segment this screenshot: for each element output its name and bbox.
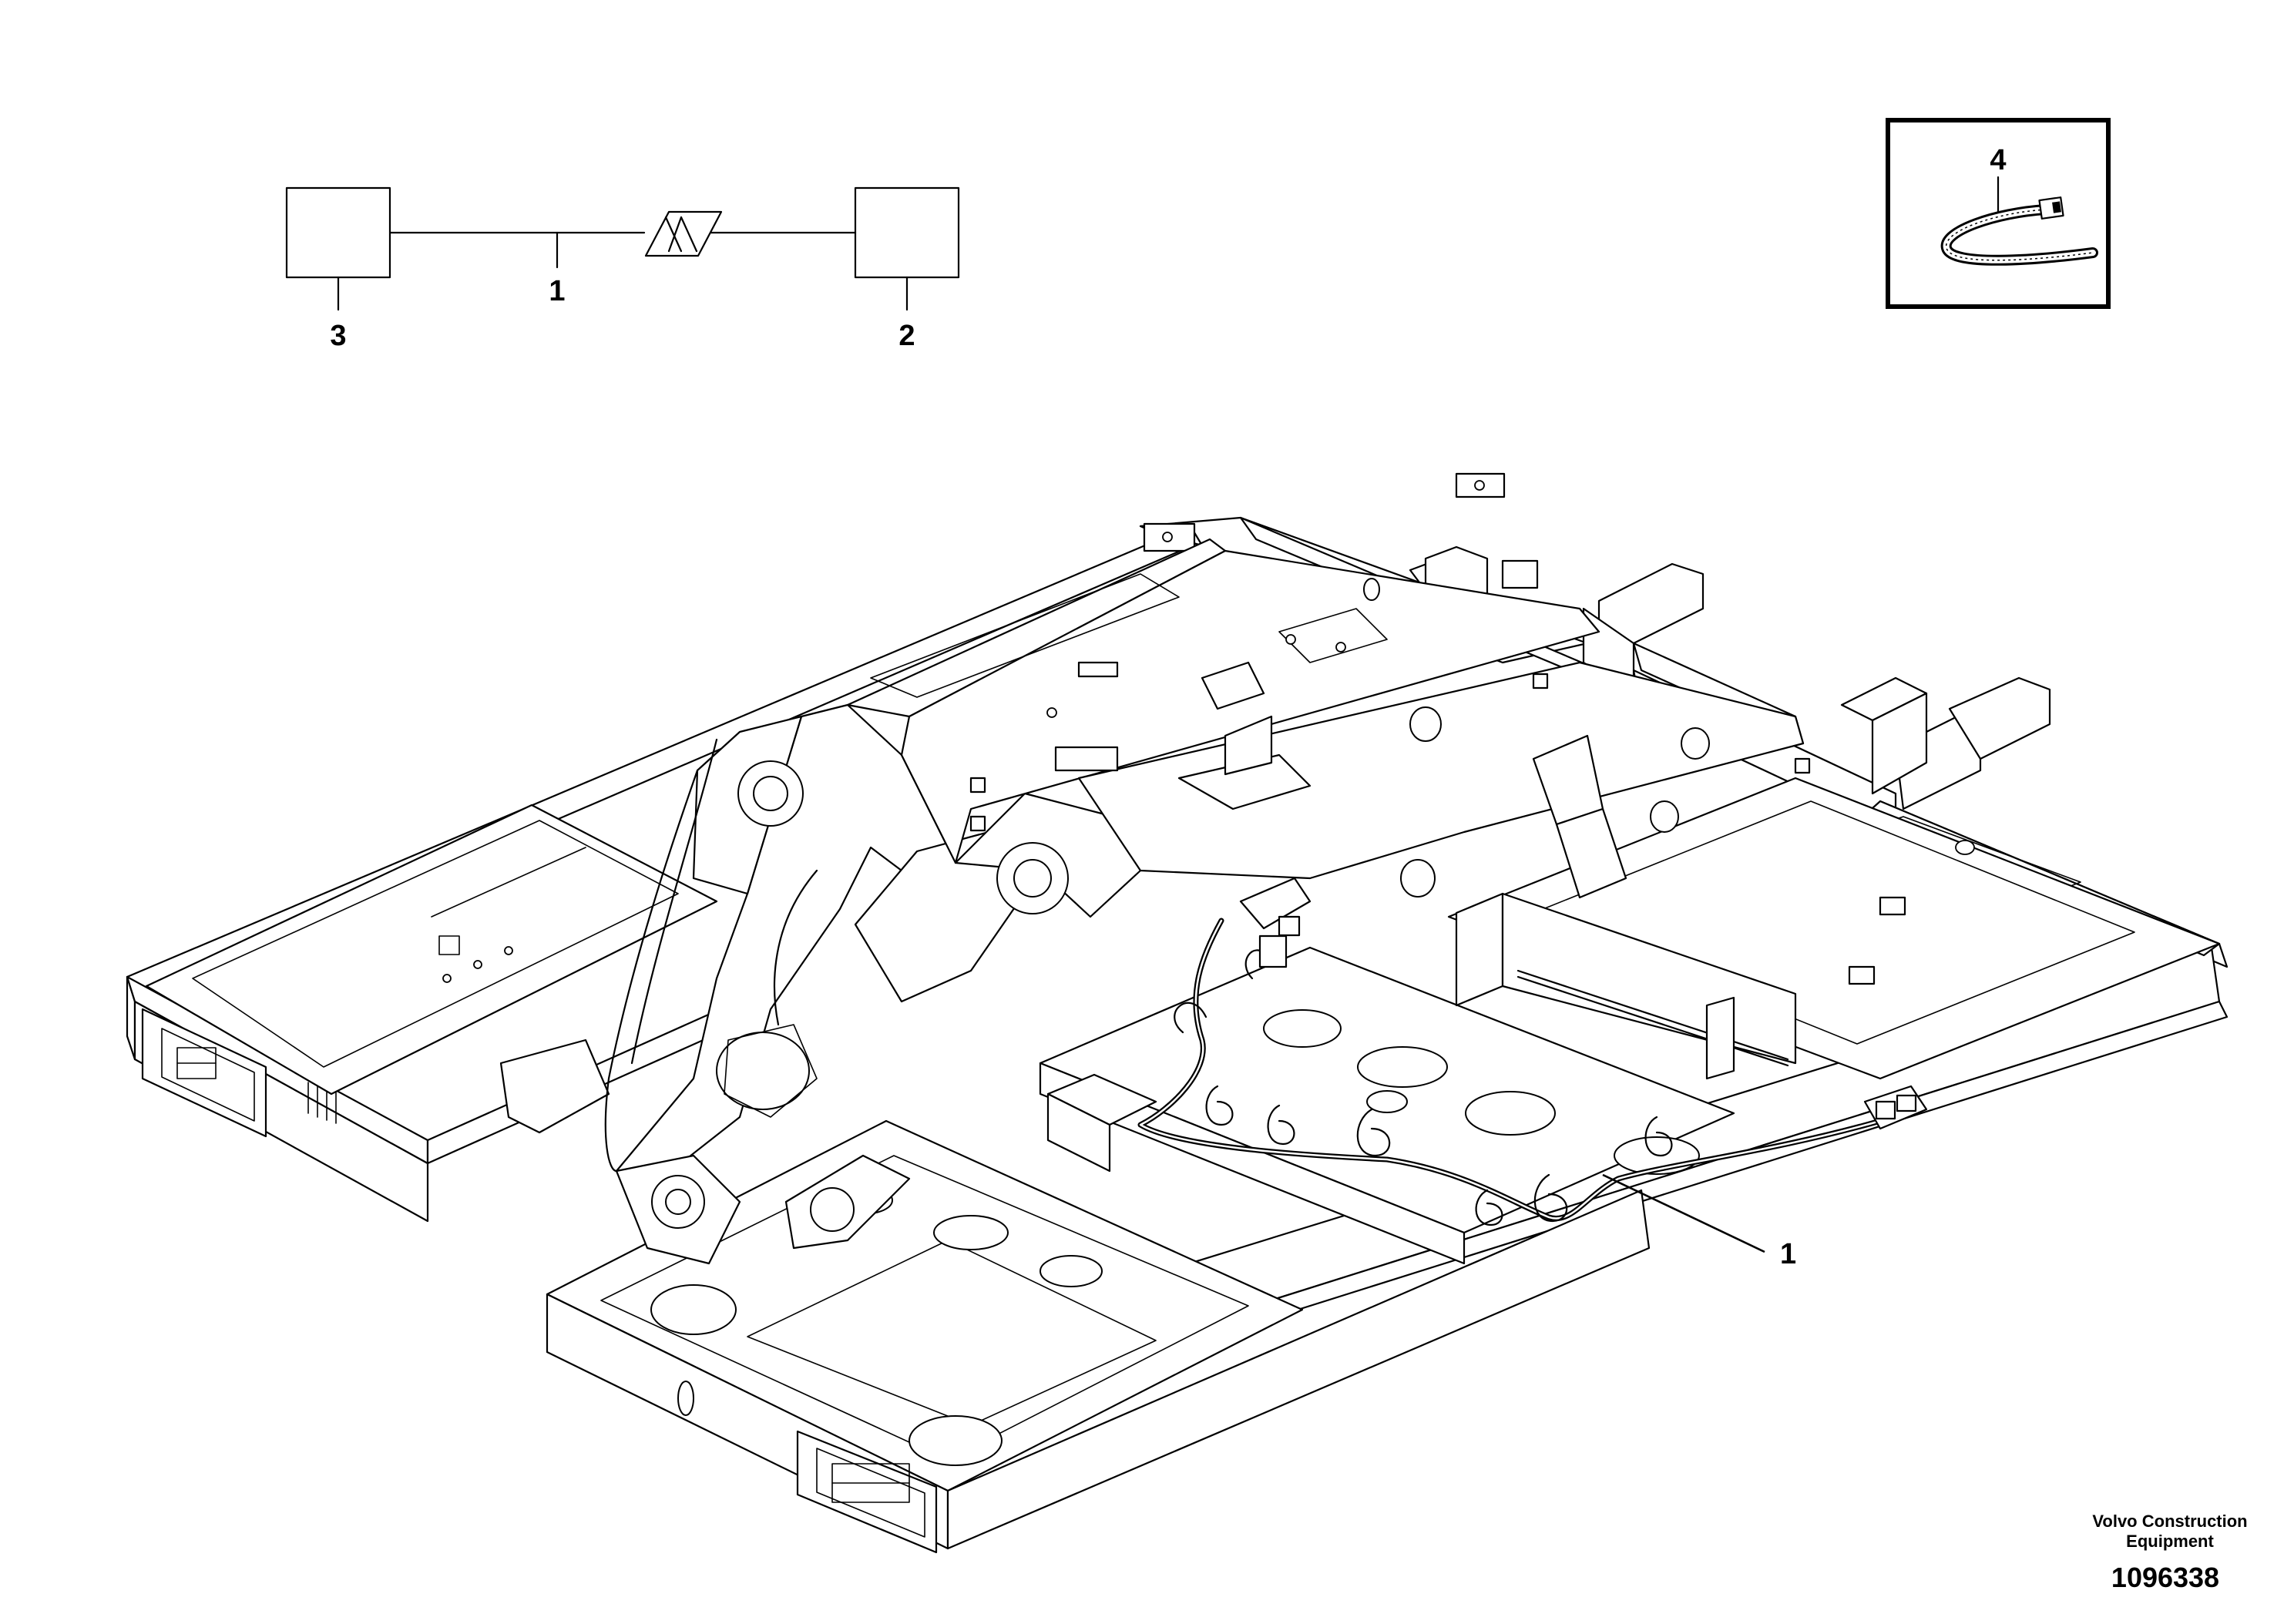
wiring-harness xyxy=(1137,877,1928,1226)
boom-a-frame xyxy=(499,703,1142,1265)
leader-harness xyxy=(1602,1173,1765,1253)
callout-connector: 2 xyxy=(898,320,915,352)
callout-cable-tie: 4 xyxy=(1990,144,2006,176)
footer-block: Volvo Construction Equipment 1096338 xyxy=(2092,1512,2247,1593)
company-caption-line2: Equipment xyxy=(2126,1532,2214,1551)
callout-unit: 3 xyxy=(330,320,346,352)
cable-symbol-icon xyxy=(644,210,723,257)
connector-box xyxy=(854,186,960,279)
wiring-schematic: 1 3 2 xyxy=(285,186,960,352)
center-deck xyxy=(1039,946,1735,1265)
callout-harness: 1 xyxy=(1780,1238,1796,1270)
callout-cable: 1 xyxy=(549,275,565,307)
left-deck xyxy=(145,804,718,1096)
cable-tie-inset: 4 xyxy=(1886,118,2111,309)
center-arm-beam xyxy=(846,538,1811,899)
rear-right-deck xyxy=(1447,777,2221,1080)
front-frame xyxy=(546,1119,1651,1554)
cable-tie-icon xyxy=(1940,196,2098,266)
inner-frame-details xyxy=(870,472,1506,718)
doc-number: 1096338 xyxy=(2111,1562,2219,1593)
frame-illustration: 1 xyxy=(126,472,2229,1554)
unit-box xyxy=(285,186,391,279)
company-caption-line1: Volvo Construction xyxy=(2092,1512,2247,1531)
